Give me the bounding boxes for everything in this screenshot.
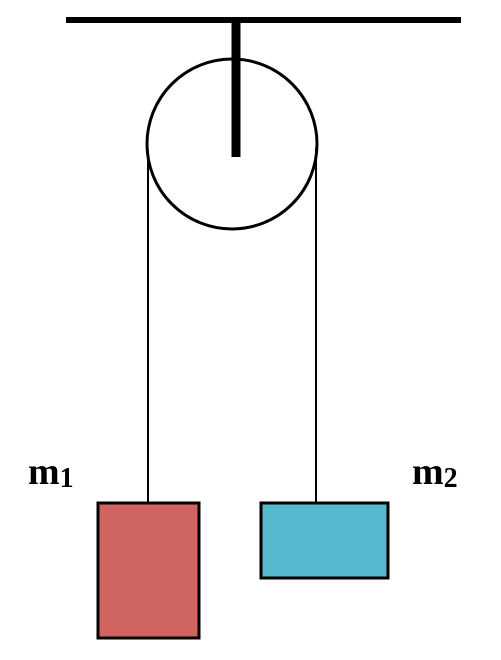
mass-2-label-subscript: 2 — [444, 463, 458, 494]
mass-1-label-base: m — [28, 451, 60, 493]
mass-1-label: m1 — [28, 451, 74, 494]
mass-1-block — [96, 501, 201, 640]
mass-2-label-base: m — [412, 451, 444, 493]
mass-2-label: m2 — [412, 451, 458, 494]
mass-1-label-subscript: 1 — [60, 463, 74, 494]
mass-2-block — [259, 501, 390, 580]
